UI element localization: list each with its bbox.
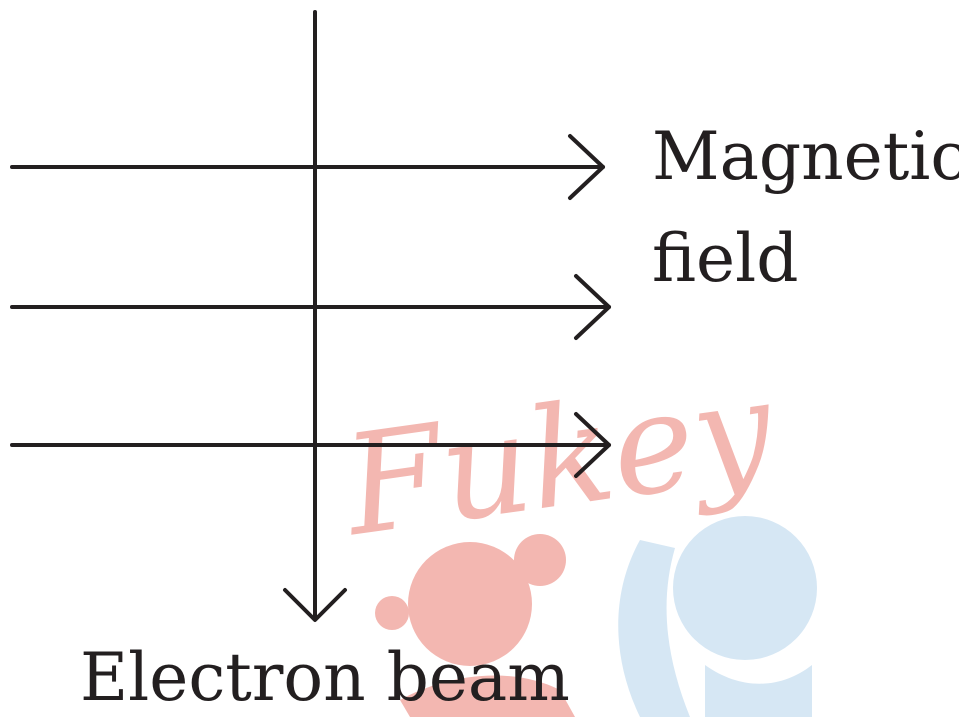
magnetic-field-line-1 (10, 134, 605, 200)
electron-beam-label: Electron beam (80, 639, 570, 716)
watermark-pink-circle (408, 542, 532, 666)
watermark-pink-dot-tiny (375, 596, 409, 630)
watermark: Fukey (333, 348, 817, 717)
watermark-blue-arc (705, 665, 812, 717)
magnetic-field-label-line2: field (652, 220, 799, 297)
electron-beam-arrow (283, 10, 347, 622)
magnetic-field-line-3 (10, 412, 611, 478)
watermark-pink-dot-small (514, 534, 566, 586)
watermark-blue-circle (673, 516, 817, 660)
magnetic-field-label-line1: Magnetic (652, 118, 959, 195)
watermark-blue-wing (618, 540, 690, 717)
watermark-pink-tail (400, 675, 575, 717)
magnetic-field-line-2 (10, 274, 611, 340)
